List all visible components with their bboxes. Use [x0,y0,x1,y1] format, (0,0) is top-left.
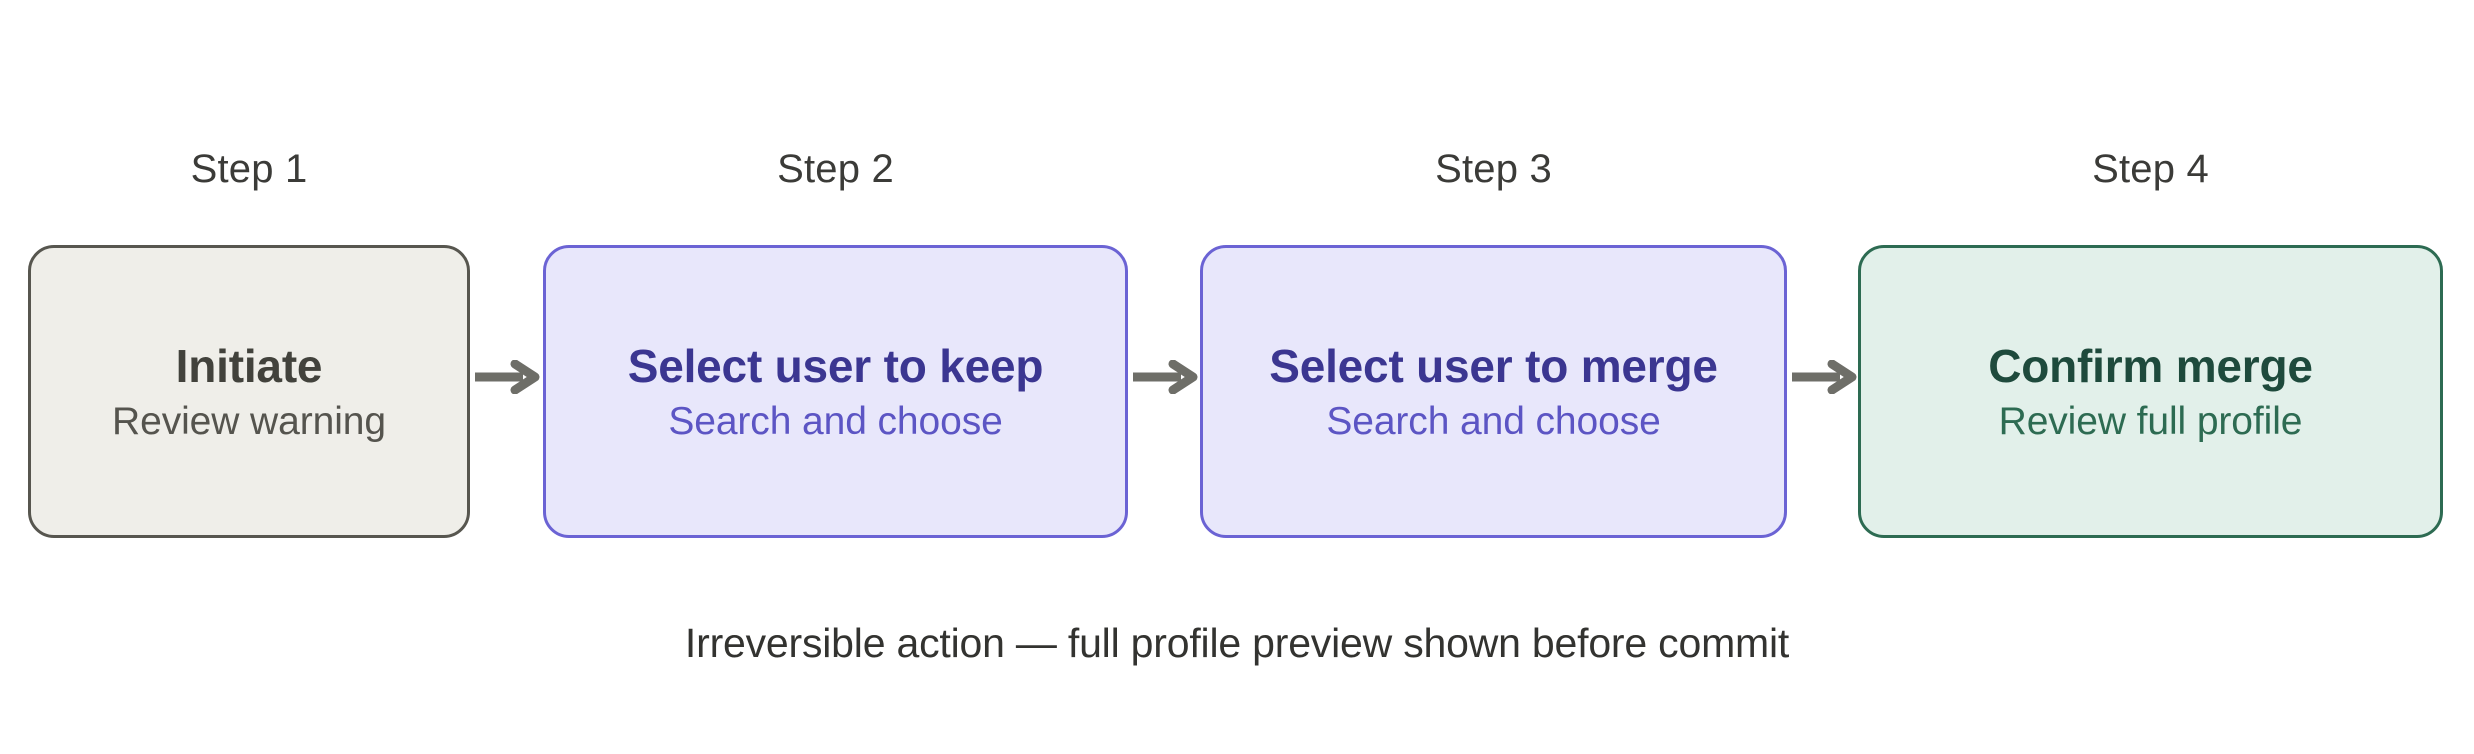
step-box-title-4: Confirm merge [1988,339,2313,392]
step-box-select-user-to-keep[interactable]: Select user to keep Search and choose [543,245,1128,538]
step-box-subtitle-1: Review warning [112,399,386,443]
step-label-3: Step 3 [1435,147,1552,191]
step-box-title-3: Select user to merge [1269,339,1718,392]
arrow-right-icon-2 [1131,360,1199,394]
step-label-4: Step 4 [2092,147,2209,191]
step-box-subtitle-4: Review full profile [1998,399,2303,443]
arrow-right-icon-1 [473,360,541,394]
step-label-2: Step 2 [777,147,894,191]
step-box-initiate[interactable]: Initiate Review warning [28,245,470,538]
step-box-title-1: Initiate [175,339,323,392]
step-box-confirm-merge[interactable]: Confirm merge Review full profile [1858,245,2443,538]
diagram-caption: Irreversible action — full profile previ… [684,620,1790,666]
step-label-1: Step 1 [190,147,308,191]
arrow-right-icon-3 [1790,360,1858,394]
step-box-subtitle-2: Search and choose [668,399,1003,443]
step-box-subtitle-3: Search and choose [1326,399,1661,443]
step-box-select-user-to-merge[interactable]: Select user to merge Search and choose [1200,245,1787,538]
step-box-title-2: Select user to keep [627,339,1044,392]
